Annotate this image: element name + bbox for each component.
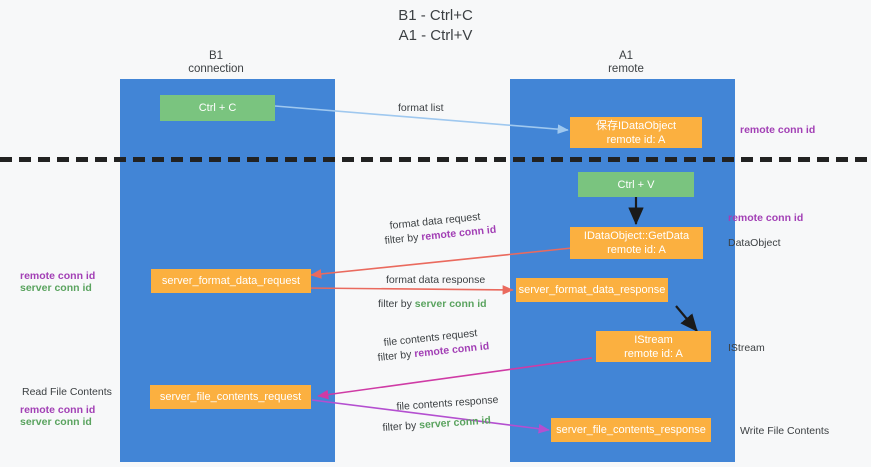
box-save-idataobject[interactable]: 保存IDataObject remote id: A [570, 117, 702, 148]
edge-label-file-contents-response: file contents response [396, 393, 499, 413]
column-header-a1-name: A1 [618, 50, 634, 62]
column-header-a1: A1 remote [546, 50, 706, 76]
column-header-b1-sub: connection [188, 63, 244, 75]
phase-divider [0, 157, 871, 162]
filter-key-server-conn-id: server conn id [418, 414, 492, 432]
box-istream-line2: remote id: A [624, 347, 683, 360]
filter-prefix: filter by [378, 298, 415, 310]
arrow-format-data-response [304, 285, 514, 295]
edge-label-format-list: format list [398, 102, 444, 114]
box-server-file-contents-request-label: server_file_contents_request [159, 391, 302, 403]
edge-label-format-data-response-filter: filter by server conn id [378, 297, 487, 311]
box-ctrl-c-label: Ctrl + C [198, 102, 237, 114]
box-server-format-data-response[interactable]: server_format_data_response [516, 278, 668, 302]
edge-label-file-contents-response-filter: filter by server conn id [382, 413, 491, 435]
annotation-read-file-contents: Read File Contents [22, 386, 112, 398]
edge-label-format-data-response: format data response [386, 274, 486, 286]
annotation-left-server-conn-id-bottom: server conn id [20, 416, 92, 428]
filter-prefix: filter by [382, 419, 420, 434]
diagram-title: B1 - Ctrl+C A1 - Ctrl+V [0, 6, 871, 46]
annotation-left-remote-conn-id-bottom: remote conn id [20, 404, 96, 416]
box-ctrl-v[interactable]: Ctrl + V [578, 172, 694, 197]
annotation-dataobject: DataObject [728, 237, 781, 249]
box-istream-line1: IStream [634, 333, 673, 346]
annotation-istream: IStream [728, 342, 765, 354]
filter-prefix: filter by [384, 231, 422, 247]
box-server-file-contents-response-label: server_file_contents_response [556, 424, 706, 436]
column-header-b1: B1 connection [136, 50, 296, 76]
title-line-2: A1 - Ctrl+V [398, 27, 473, 44]
box-save-idataobject-line2: remote id: A [606, 133, 666, 146]
box-idataobject-getdata-line2: remote id: A [607, 244, 666, 256]
box-istream[interactable]: IStream remote id: A [596, 331, 711, 362]
column-header-a1-sub: remote [608, 63, 644, 75]
box-ctrl-c[interactable]: Ctrl + C [160, 95, 275, 121]
column-header-b1-name: B1 [208, 50, 224, 62]
box-server-format-data-response-label: server_format_data_response [518, 284, 666, 296]
filter-key-server-conn-id: server conn id [414, 298, 487, 310]
box-idataobject-getdata[interactable]: IDataObject::GetData remote id: A [570, 227, 703, 259]
box-idataobject-getdata-line1: IDataObject::GetData [583, 230, 690, 242]
annotation-left-server-conn-id-mid: server conn id [20, 282, 92, 294]
box-save-idataobject-line1: 保存IDataObject [595, 119, 677, 132]
title-line-1: B1 - Ctrl+C [398, 7, 473, 24]
filter-prefix: filter by [377, 348, 415, 364]
box-server-file-contents-response[interactable]: server_file_contents_response [551, 418, 711, 442]
annotation-write-file-contents: Write File Contents [740, 425, 830, 437]
annotation-remote-conn-id-mid: remote conn id [728, 212, 804, 224]
box-server-file-contents-request[interactable]: server_file_contents_request [150, 385, 311, 409]
box-server-format-data-request[interactable]: server_format_data_request [151, 269, 311, 293]
box-ctrl-v-label: Ctrl + V [617, 178, 655, 191]
annotation-remote-conn-id-top: remote conn id [740, 124, 816, 136]
box-server-format-data-request-label: server_format_data_request [161, 275, 301, 287]
annotation-left-remote-conn-id-mid: remote conn id [20, 270, 96, 282]
